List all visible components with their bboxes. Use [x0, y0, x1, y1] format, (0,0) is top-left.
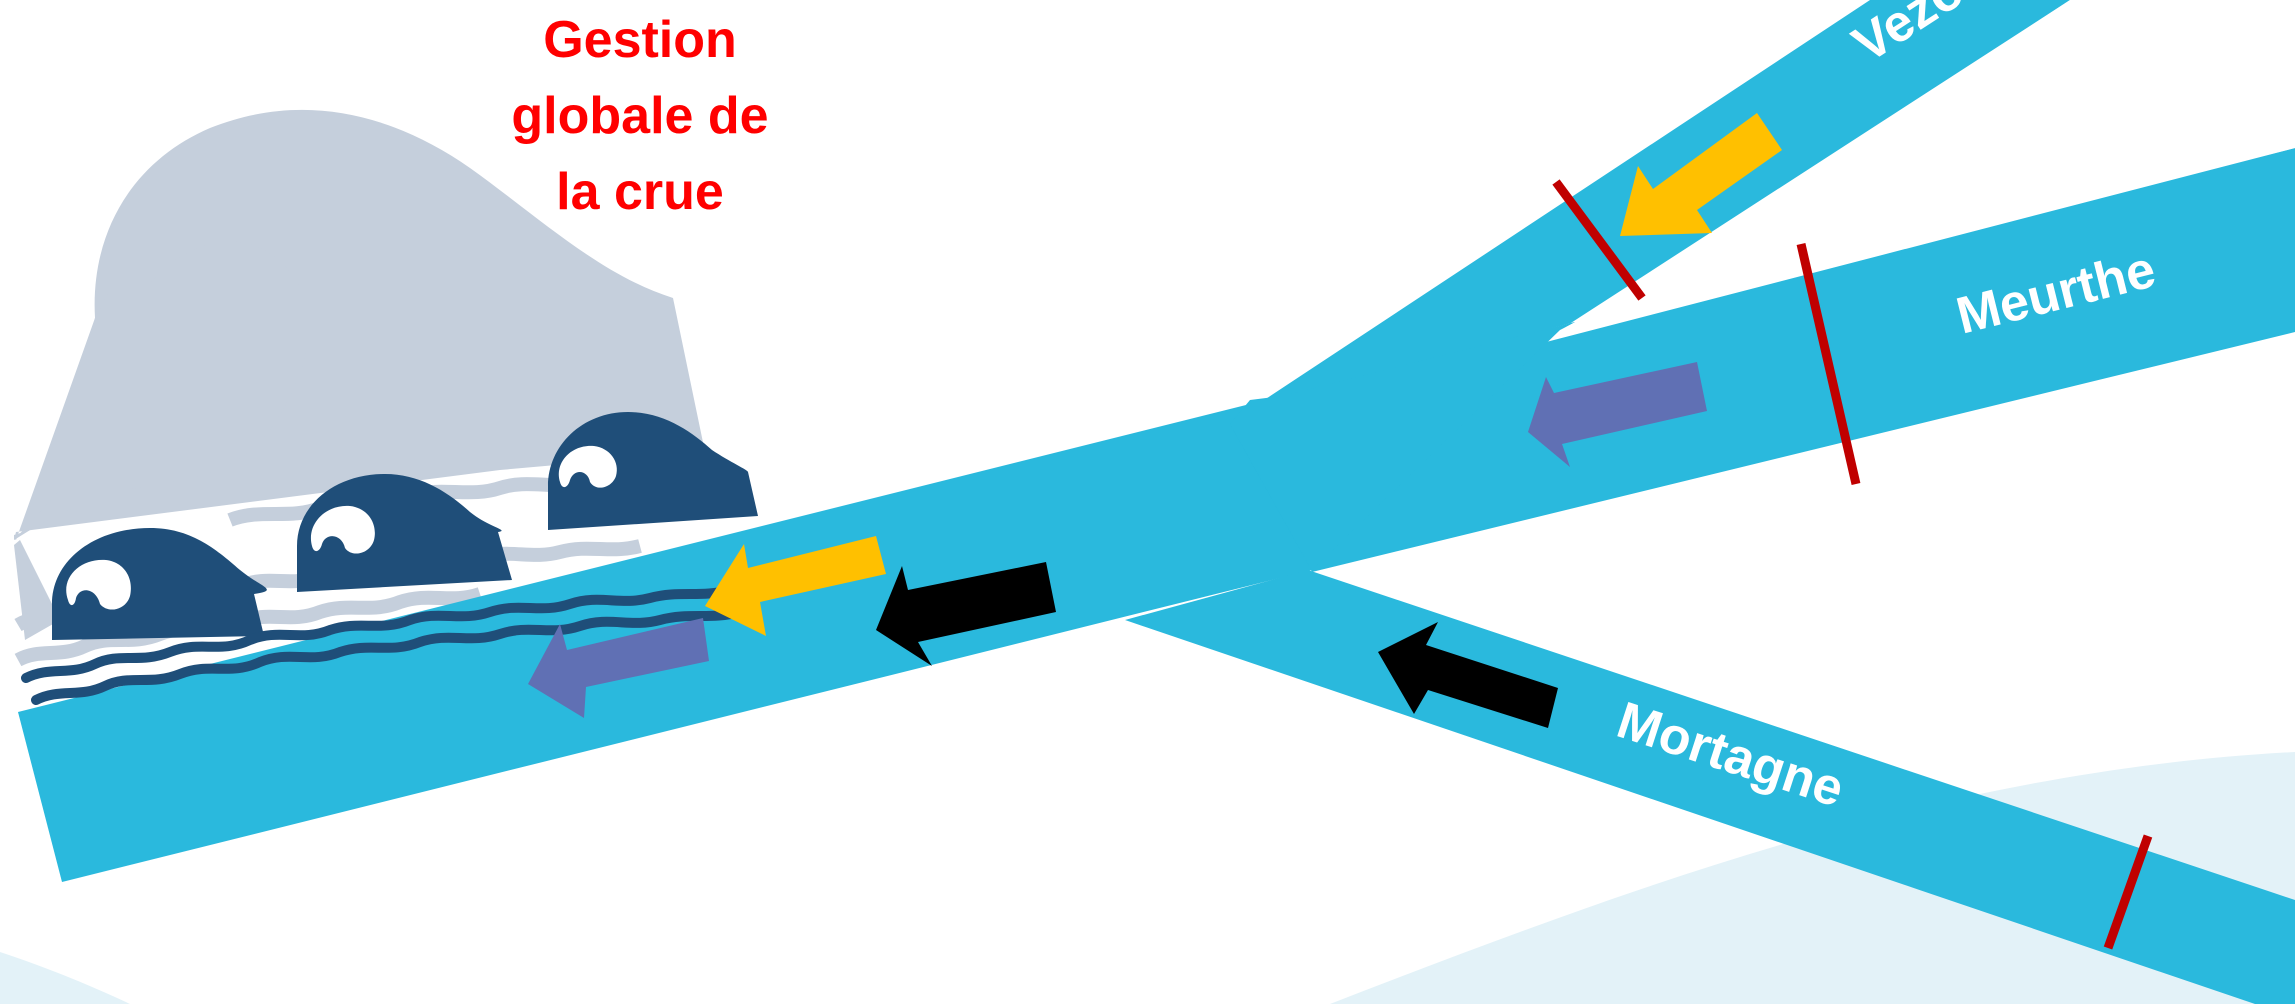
small-waves-icon: [21, 412, 758, 705]
vezouze-flow-arrow: [1620, 113, 1782, 236]
title-line-3: la crue: [556, 163, 724, 221]
meurthe-river: [1230, 148, 2295, 572]
title-line-2: globale de: [511, 87, 769, 145]
background-hill-left: [0, 952, 130, 1004]
junction-fill: [1230, 322, 1575, 570]
main-black-flow-arrow: [876, 562, 1056, 666]
mortagne-flow-arrow: [1378, 622, 1558, 728]
meurthe-flow-arrow: [1528, 362, 1707, 467]
vezouze-gauge-marker: [1552, 179, 1646, 301]
mortagne-gauge-marker: [2103, 834, 2153, 950]
vezouze-meurthe-gap: [1572, 0, 2295, 327]
meurthe-gauge-marker: [1796, 242, 1861, 486]
flow-arrows: [528, 113, 1782, 728]
main-purple-flow-arrow: [528, 618, 709, 718]
main-yellow-flow-arrow: [705, 536, 886, 636]
flood-wave-icon: [14, 109, 705, 640]
diagram-title: Gestion globale de la crue: [460, 2, 820, 230]
title-line-1: Gestion: [543, 11, 737, 69]
background-hill: [1330, 752, 2295, 1004]
gauge-markers: [1552, 179, 2153, 950]
